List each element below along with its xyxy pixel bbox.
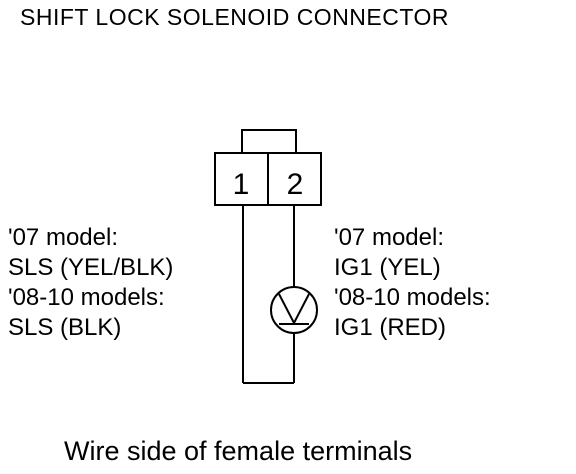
- right-wire-line-2: IG1 (YEL): [334, 254, 441, 281]
- right-wire-line-3: '08-10 models:: [334, 284, 491, 311]
- right-wire-labels: '07 model: IG1 (YEL) '08-10 models: IG1 …: [334, 223, 491, 343]
- terminal-1-label: 1: [233, 168, 250, 201]
- diagram-caption: Wire side of female terminals: [64, 436, 413, 466]
- diagram-title: SHIFT LOCK SOLENOID CONNECTOR: [20, 4, 449, 30]
- left-wire-line-3: '08-10 models:: [8, 284, 165, 311]
- left-wire-line-4: SLS (BLK): [8, 314, 122, 341]
- left-wire-line-2: SLS (YEL/BLK): [8, 254, 174, 281]
- left-wire-labels: '07 model: SLS (YEL/BLK) '08-10 models: …: [8, 223, 173, 343]
- right-wire-line-1: '07 model:: [334, 224, 444, 251]
- solenoid-icon: [270, 286, 318, 334]
- right-wire-line-4: IG1 (RED): [334, 314, 447, 341]
- terminal-2-label: 2: [287, 168, 304, 201]
- connector-lock-tab: [241, 129, 297, 155]
- left-wire-line-1: '07 model:: [8, 224, 118, 251]
